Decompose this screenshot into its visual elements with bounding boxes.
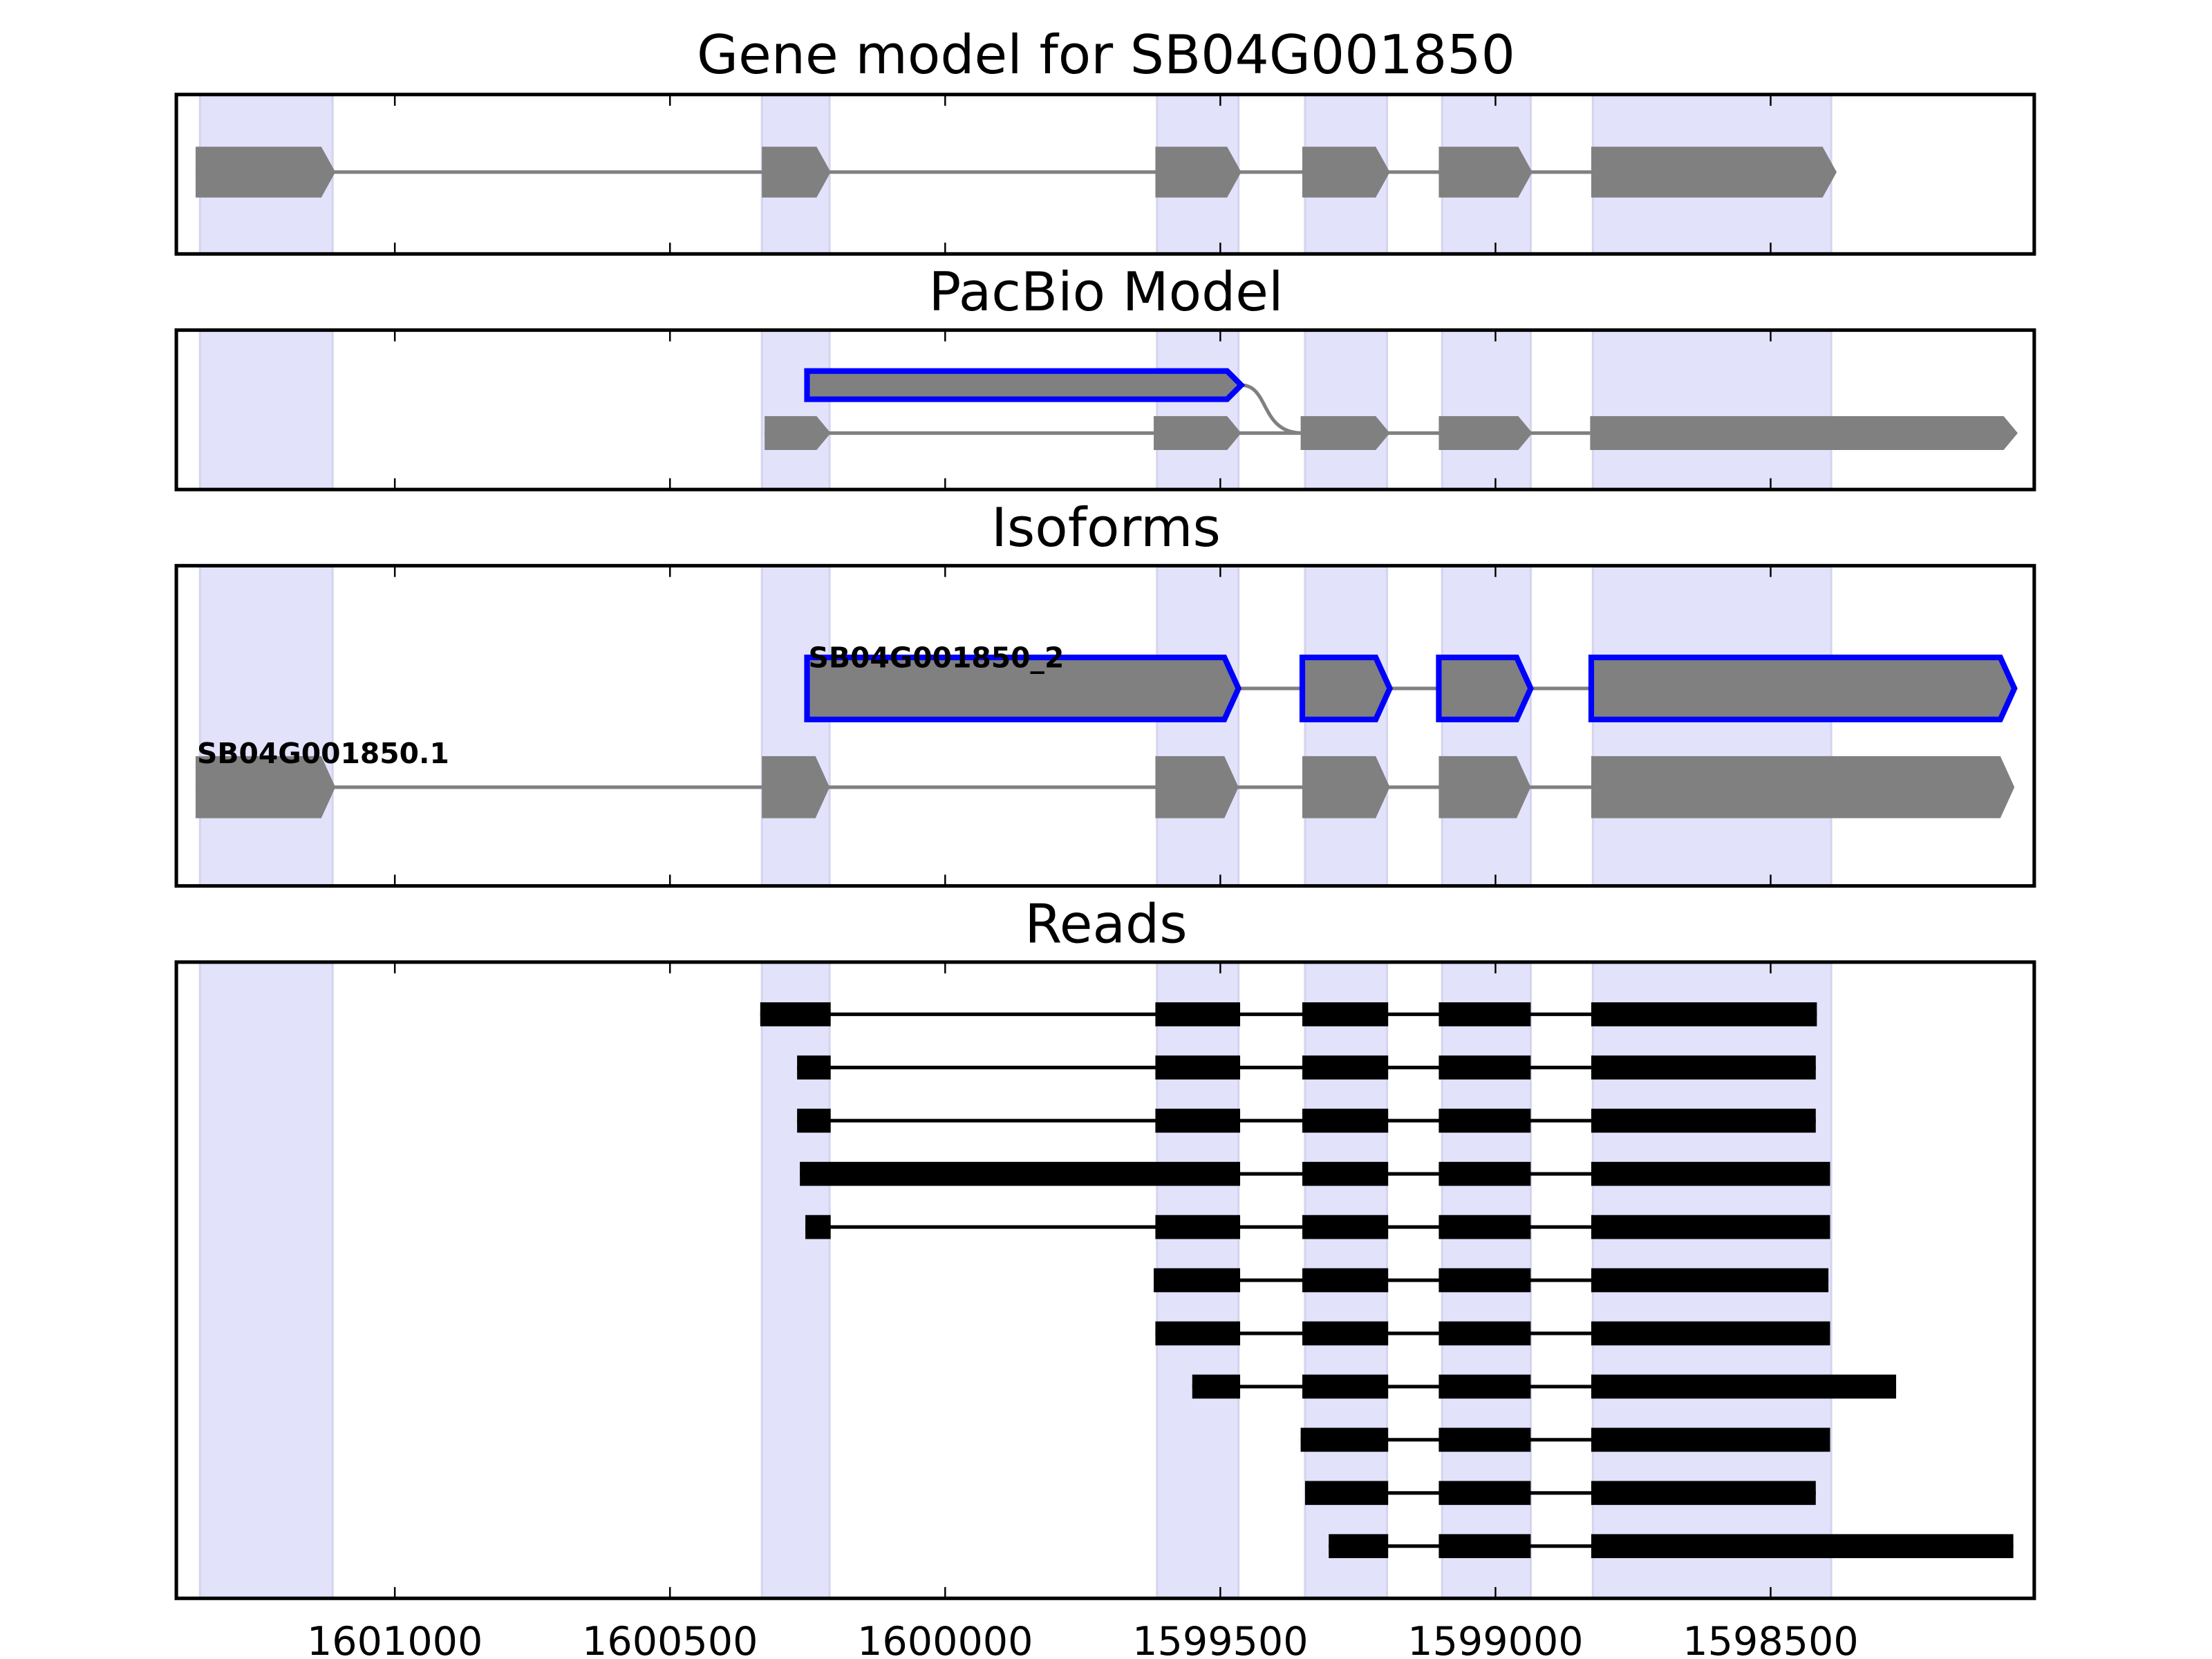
highlighted-exon (1588, 654, 2018, 722)
exon (762, 147, 831, 198)
read-block (1591, 1002, 1817, 1027)
exon (762, 756, 830, 818)
shaded-exon-region (1156, 564, 1240, 888)
read-block (1438, 1161, 1531, 1186)
read-block (1302, 1055, 1389, 1080)
exon (1300, 416, 1390, 451)
exon (1302, 756, 1390, 818)
read-block (797, 1108, 831, 1133)
shaded-exon-region (760, 329, 831, 491)
read-block (805, 1215, 831, 1239)
read-block (1438, 1002, 1531, 1027)
read-block (1591, 1481, 1816, 1506)
x-tick-label: 1599000 (1407, 1619, 1583, 1659)
exon (1155, 147, 1241, 198)
exon (1155, 756, 1239, 818)
read-block (1438, 1374, 1531, 1399)
highlighted-exon (804, 654, 1242, 722)
highlighted-exon (804, 368, 1246, 402)
read-block (1302, 1108, 1389, 1133)
read-block (1154, 1268, 1241, 1293)
read-block (1192, 1374, 1241, 1399)
splice-connector (1241, 383, 1303, 435)
read-block (1591, 1215, 1830, 1239)
read-block (1591, 1268, 1829, 1293)
highlighted-exon (1436, 654, 1534, 722)
exon (765, 416, 831, 451)
read-block (1302, 1321, 1389, 1346)
panel-frame (174, 563, 2036, 888)
shaded-exon-region (1441, 329, 1532, 491)
read-block (1155, 1055, 1241, 1080)
panel-title-isoforms: Isoforms (991, 497, 1221, 559)
read-block (1438, 1108, 1531, 1133)
shaded-exon-region (1304, 329, 1389, 491)
read-block (1591, 1321, 1830, 1346)
shaded-exon-region (198, 329, 334, 491)
exon (1591, 756, 2015, 818)
exon (1591, 147, 1837, 198)
shaded-exon-region (198, 564, 334, 888)
shaded-exon-region (1156, 329, 1240, 491)
read-block (1591, 1161, 1830, 1186)
read-block (1438, 1268, 1531, 1293)
read-block (1155, 1108, 1241, 1133)
isoform-label: SB04G001850.1 (197, 737, 449, 770)
shaded-exon-region (1304, 564, 1389, 888)
read-block (1302, 1268, 1389, 1293)
read-block (1155, 1321, 1241, 1346)
panel-frame (174, 328, 2036, 491)
read-block (800, 1161, 1241, 1186)
read-block (1155, 1215, 1241, 1239)
exon (1302, 147, 1390, 198)
x-tick-label: 1600000 (857, 1619, 1033, 1659)
read-block (1302, 1161, 1389, 1186)
isoform-label: SB04G001850_2 (809, 641, 1065, 674)
read-block (1591, 1534, 2014, 1559)
panel-frame (174, 960, 2036, 1600)
read-block (760, 1002, 831, 1027)
read-block (1438, 1481, 1531, 1506)
shaded-exon-region (1591, 564, 1833, 888)
read-block (1304, 1481, 1389, 1506)
read-block (1300, 1427, 1389, 1452)
read-block (1438, 1055, 1531, 1080)
read-block (1438, 1321, 1531, 1346)
exon (1590, 416, 2018, 451)
read-block (1591, 1374, 1897, 1399)
exon (1154, 416, 1241, 451)
exon (195, 756, 336, 818)
shaded-exon-region (1441, 564, 1532, 888)
exon (1438, 147, 1533, 198)
read-block (1438, 1534, 1531, 1559)
panel-title-gene-model: Gene model for SB04G001850 (697, 24, 1515, 86)
shaded-exon-region (198, 961, 334, 1600)
exon (1438, 756, 1531, 818)
x-tick-label: 1600500 (582, 1619, 758, 1659)
read-block (1329, 1534, 1389, 1559)
read-block (1302, 1215, 1389, 1239)
read-block (1438, 1215, 1531, 1239)
exon (195, 147, 336, 198)
read-block (1591, 1427, 1830, 1452)
x-tick-label: 1601000 (307, 1619, 482, 1659)
exon (1438, 416, 1533, 451)
read-block (1591, 1055, 1816, 1080)
highlighted-exon (1299, 654, 1394, 722)
panel-frame (174, 93, 2036, 256)
panel-title-reads: Reads (1024, 893, 1187, 955)
read-block (1438, 1427, 1531, 1452)
x-tick-label: 1599500 (1132, 1619, 1308, 1659)
shaded-exon-region (760, 564, 831, 888)
read-block (1591, 1108, 1816, 1133)
read-block (1302, 1002, 1389, 1027)
read-block (1155, 1002, 1241, 1027)
shaded-exon-region (1591, 329, 1833, 491)
panel-title-pacbio: PacBio Model (928, 261, 1283, 324)
x-tick-label: 1598500 (1683, 1619, 1858, 1659)
read-block (797, 1055, 831, 1080)
read-block (1302, 1374, 1389, 1399)
